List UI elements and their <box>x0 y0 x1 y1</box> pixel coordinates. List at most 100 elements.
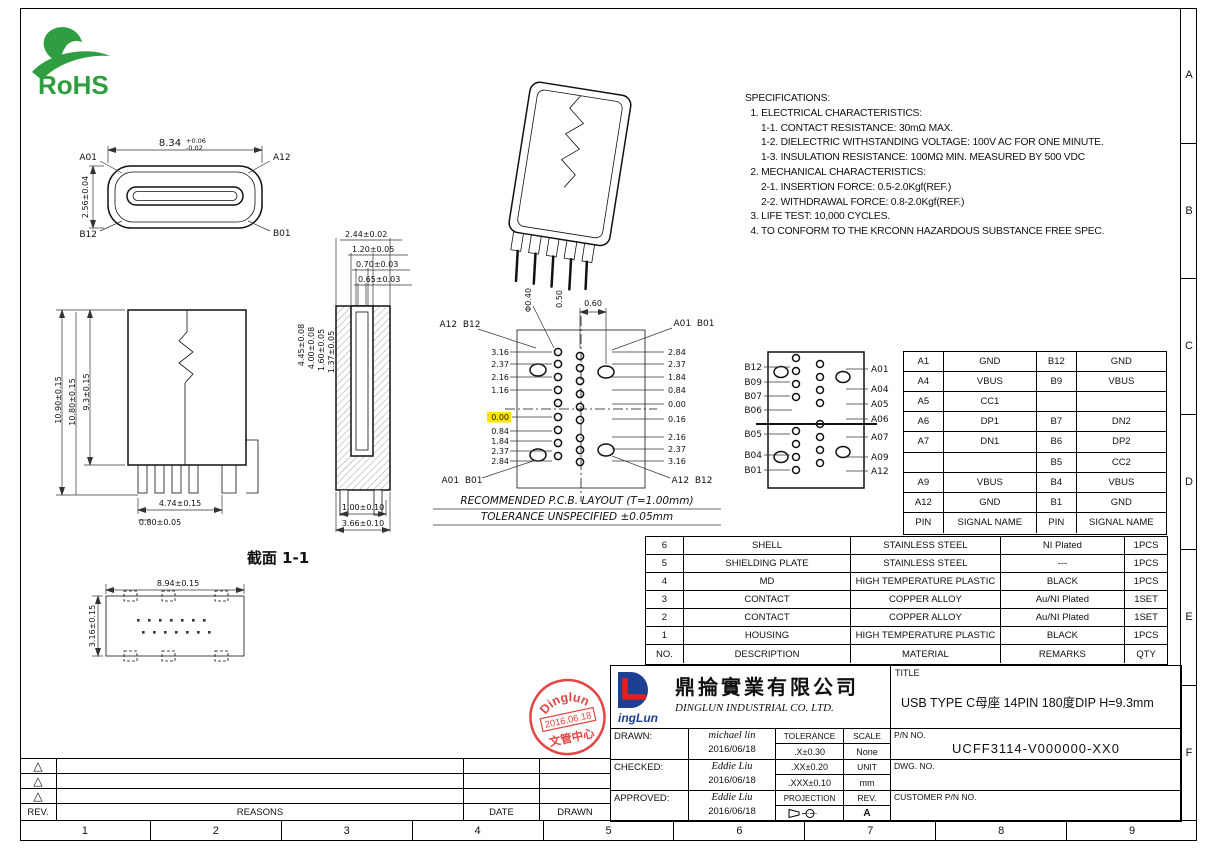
revision-triangle-marker: △ <box>33 759 43 773</box>
bom-no-cell: 4 <box>646 573 684 590</box>
drawn-col-label: DRAWN <box>557 807 593 818</box>
pinout-left-label: B06 <box>744 406 762 416</box>
pcb-top-dim: 0.60 <box>584 299 602 308</box>
bom-qty-cell: 1PCS <box>1133 558 1159 569</box>
drawn-label: DRAWN: <box>611 729 689 760</box>
section-view-shapes <box>335 305 391 516</box>
pin-label-b12: B12 <box>79 230 97 240</box>
dim-bottom-width: 8.94±0.15 <box>157 579 199 588</box>
zone-letter: D <box>1181 415 1197 550</box>
projection-header: PROJECTION <box>776 791 844 806</box>
pin-cell: A5 <box>904 392 944 412</box>
front-view-dimension-lines <box>89 146 271 232</box>
dim-side-height-3: 9.3±0.15 <box>82 373 91 410</box>
revision-table: △ △ △ REV. REASONS DATE DRAWN <box>20 758 610 821</box>
bom-qty-cell: 1PCS <box>1133 576 1159 587</box>
dim-section-top-2: 1.20±0.05 <box>352 245 394 254</box>
checked-signature: Eddie Liu 2016/06/18 <box>689 760 776 791</box>
zone-number: 6 <box>674 821 806 841</box>
zone-number: 5 <box>544 821 675 841</box>
stamp-circle <box>529 678 606 756</box>
pin-cell: A4 <box>904 372 944 392</box>
signal-cell <box>944 452 1037 472</box>
company-cell: ingLun 鼎掄實業有限公司 DINGLUN INDUSTRIAL CO. L… <box>611 666 891 729</box>
rev-value: A <box>844 806 891 821</box>
bom-description-cell: DESCRIPTION <box>684 645 852 663</box>
revision-date-cell <box>464 789 540 803</box>
pcb-right-value: 0.16 <box>668 415 686 424</box>
company-name-cn: 鼎掄實業有限公司 <box>675 675 859 699</box>
title-block: ingLun 鼎掄實業有限公司 DINGLUN INDUSTRIAL CO. L… <box>610 665 1182 822</box>
pcb-right-value: 2.37 <box>668 360 686 369</box>
pinout-right-label: A12 <box>871 467 889 477</box>
customer-pn-label: CUSTOMER P/N NO. <box>894 792 977 802</box>
bom-remarks-cell: BLACK <box>1001 573 1126 590</box>
pinout-right-label: A01 <box>871 365 889 375</box>
dim-front-width-tol-dn: -0.02 <box>186 144 203 152</box>
bom-table-row: NO. DESCRIPTION MATERIAL REMARKS QTY <box>646 645 1167 663</box>
dim-section-r4: 1.37±0.05 <box>327 331 336 373</box>
title-cell: TITLE USB TYPE C母座 14PIN 180度DIP H=9.3mm <box>891 666 1181 729</box>
pcb-hole-diameter: Φ0.40 <box>524 288 533 312</box>
specification-line: 1-1. CONTACT RESISTANCE: 30mΩ MAX. <box>745 122 953 134</box>
signal-cell: DN1 <box>944 432 1037 452</box>
revision-date-cell <box>464 759 540 773</box>
logo-wordmark: ingLun <box>618 711 658 725</box>
pin-label-a12: A12 <box>273 153 291 163</box>
drawn-name: michael lin <box>708 730 756 741</box>
revision-row: △ <box>20 759 610 774</box>
revision-drawn-cell <box>540 774 610 788</box>
zone-letter: B <box>1181 144 1197 279</box>
bom-description-cell: CONTACT <box>684 591 852 608</box>
specification-line: 1-3. INSULATION RESISTANCE: 100MΩ MIN. M… <box>745 152 1085 164</box>
pin-table-row: A1 GND B12 GND <box>904 352 1166 373</box>
pcb-right-value: 2.37 <box>668 445 686 454</box>
zone-number: 8 <box>936 821 1068 841</box>
bom-remarks-cell: Au/NI Plated <box>1001 591 1126 608</box>
bottom-view-shapes <box>105 590 245 662</box>
dim-section-top-4: 0.65±0.03 <box>358 275 400 284</box>
pcb-left-value: 2.37 <box>491 447 509 456</box>
sheet-border-frame <box>20 8 1197 841</box>
pcb-caption-1: RECOMMENDED P.C.B. LAYOUT (T=1.00mm) <box>460 495 693 507</box>
bom-remarks-cell: REMARKS <box>1001 645 1126 663</box>
revision-reason-cell <box>57 759 464 773</box>
approved-date: 2016/06/18 <box>708 806 756 817</box>
signal-cell: GND <box>944 492 1037 512</box>
signal-cell: DP1 <box>944 412 1037 432</box>
dwg-no-label: DWG. NO. <box>891 760 1181 791</box>
bom-qty-cell: 1SET <box>1134 594 1158 605</box>
pin-cell: B7 <box>1037 412 1077 432</box>
bom-no-cell: NO. <box>646 645 684 663</box>
reasons-col-label: REASONS <box>57 804 464 821</box>
bom-no-cell: 5 <box>646 555 684 572</box>
pinout-shapes <box>756 351 877 489</box>
pcb-centerlines <box>505 316 657 502</box>
pinout-right-label: A09 <box>871 453 889 463</box>
pinout-left-label: B09 <box>744 378 762 388</box>
section-view: 2.44±0.02 1.20±0.05 0.70±0.03 0.65±0.03 … <box>247 230 412 567</box>
pcb-left-value-datum: 0.00 <box>491 413 509 422</box>
bom-remarks-cell: NI Plated <box>1001 537 1126 554</box>
tolerance-xxx: .XXX±0.10 <box>776 775 844 791</box>
signal-cell: CC1 <box>944 392 1037 412</box>
specification-line: 3. LIFE TEST: 10,000 CYCLES. <box>745 211 890 223</box>
dim-bottom-height: 3.16±0.15 <box>88 605 97 647</box>
pin-cell: PIN <box>904 512 944 533</box>
dinglun-logo-icon <box>618 672 648 708</box>
bom-table-row: 4 MD HIGH TEMPERATURE PLASTIC BLACK 1PCS <box>646 573 1167 591</box>
dim-front-width: 8.34 <box>159 138 181 149</box>
approved-label: APPROVED: <box>611 791 689 821</box>
front-view: 8.34 +0.06 -0.02 2.56±0.04 A01 A12 B12 B… <box>79 137 290 240</box>
bom-material-cell: COPPER ALLOY <box>851 609 1001 626</box>
signal-cell: CC2 <box>1111 456 1131 468</box>
specification-line: 2. MECHANICAL CHARACTERISTICS: <box>745 166 926 178</box>
front-view-shapes <box>107 165 263 229</box>
approved-signature: Eddie Liu 2016/06/18 <box>689 791 776 821</box>
dim-section-r2: 4.00±0.08 <box>307 327 316 369</box>
revision-reason-cell <box>57 789 464 803</box>
bom-table-row: 1 HOUSING HIGH TEMPERATURE PLASTIC BLACK… <box>646 627 1167 645</box>
zone-letter: A <box>1181 8 1197 144</box>
bom-description-cell: SHIELDING PLATE <box>684 555 852 572</box>
